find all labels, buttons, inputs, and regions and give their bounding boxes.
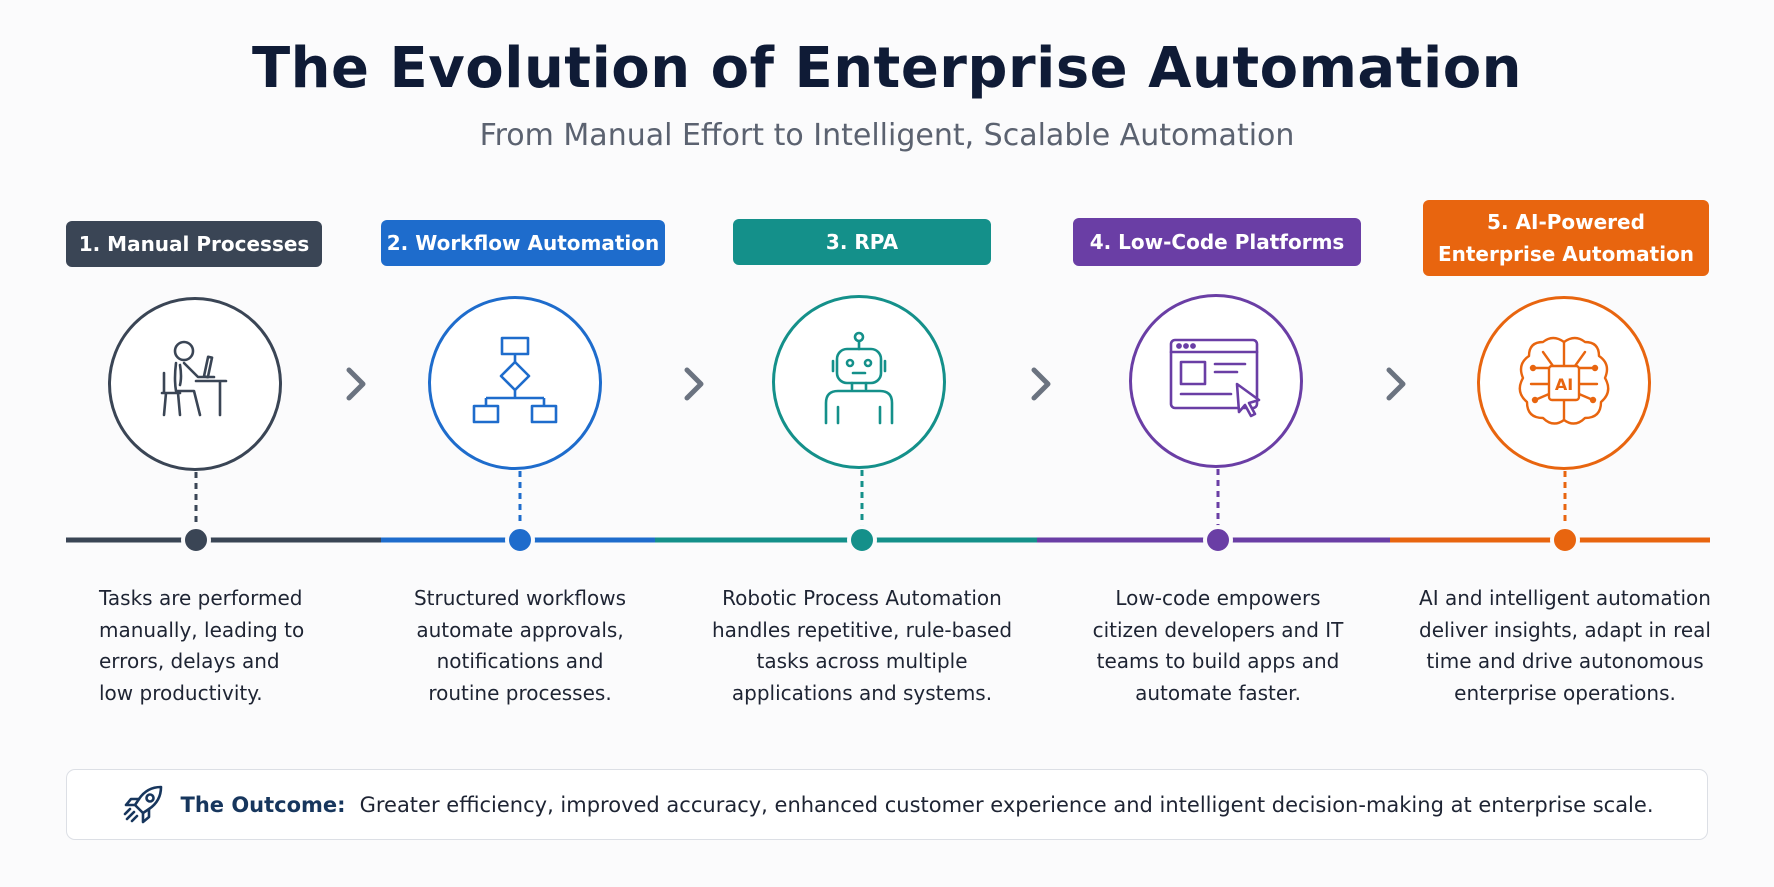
page-title: The Evolution of Enterprise Automation — [251, 36, 1523, 101]
stage-3-title: 3. RPA — [733, 219, 991, 265]
stage-5-title: 5. AI-Powered Enterprise Automation — [1423, 200, 1709, 276]
stage-1-description: Tasks are performed manually, leading to… — [66, 583, 359, 709]
stage-1-desc-line: manually, leading to — [99, 617, 305, 642]
timeline — [66, 469, 1710, 555]
stage-5-desc-line: enterprise operations. — [1454, 680, 1676, 705]
stage-4-node — [1203, 525, 1233, 555]
stage-3-node — [847, 525, 877, 555]
stage-5-desc-line: time and drive autonomous — [1426, 649, 1704, 673]
stage-5-circle: AI — [1477, 296, 1651, 470]
stage-3-description: Robotic Process Automation handles repet… — [707, 583, 1017, 709]
stage-5-description: AI and intelligent automation deliver in… — [1410, 583, 1720, 709]
ai-brain-icon: AI — [1518, 336, 1610, 425]
chevron-right-icon — [1386, 367, 1406, 401]
stage-1-node — [181, 525, 211, 555]
stage-1-circle — [108, 297, 282, 471]
stage-2-description: Structured workflows automate approvals,… — [370, 583, 670, 709]
stage-1-title: 1. Manual Processes — [66, 221, 322, 267]
stage-5-desc-line: AI and intelligent automation — [1419, 586, 1711, 610]
robot-icon — [824, 331, 894, 425]
stage-2-title: 2. Workflow Automation — [381, 220, 665, 266]
stage-5-title-line-1: 5. AI-Powered — [1487, 210, 1645, 234]
page-subtitle: From Manual Effort to Intelligent, Scala… — [479, 118, 1295, 153]
stage-4-circle — [1129, 294, 1303, 468]
stage-5-title-line-2: Enterprise Automation — [1437, 242, 1695, 266]
stage-3-desc-line: Robotic Process Automation — [722, 586, 1002, 610]
flowchart-icon — [472, 336, 558, 424]
stage-3-desc-line: handles repetitive, rule-based — [711, 617, 1013, 642]
stage-1-desc-line: errors, delays and — [99, 649, 280, 673]
stage-4-title: 4. Low-Code Platforms — [1073, 218, 1361, 266]
outcome-label: The Outcome: — [180, 792, 346, 817]
ai-icon-text: AI — [1555, 375, 1573, 394]
stage-3-desc-line: tasks across multiple — [756, 649, 968, 673]
person-at-desk-icon — [160, 340, 228, 417]
stage-4-description: Low-code empowers citizen developers and… — [1068, 583, 1368, 709]
rocket-icon — [123, 785, 162, 823]
stage-1-desc-line: Tasks are performed — [99, 586, 303, 610]
stage-2-circle — [428, 296, 602, 470]
stage-4-desc-line: automate faster. — [1135, 680, 1301, 705]
stage-4-desc-line: Low-code empowers — [1115, 586, 1321, 610]
stage-5-desc-line: deliver insights, adapt in real — [1419, 617, 1711, 642]
stage-2-desc-line: notifications and — [436, 649, 604, 673]
chevron-right-icon — [1031, 367, 1051, 401]
stage-2-node — [505, 525, 535, 555]
outcome-text: Greater efficiency, improved accuracy, e… — [359, 792, 1654, 817]
chevron-right-icon — [346, 367, 366, 401]
outcome-box: The Outcome: Greater efficiency, improve… — [66, 769, 1708, 840]
stage-2-desc-line: Structured workflows — [413, 586, 627, 610]
stage-4-desc-line: citizen developers and IT — [1092, 617, 1344, 642]
stage-2-desc-line: automate approvals, — [416, 617, 624, 642]
stage-4-desc-line: teams to build apps and — [1096, 649, 1340, 673]
stage-3-desc-line: applications and systems. — [731, 680, 993, 705]
stage-5-node — [1550, 525, 1580, 555]
stage-3-circle — [772, 295, 946, 469]
chevron-right-icon — [684, 367, 704, 401]
browser-window-cursor-icon — [1169, 338, 1261, 418]
stage-1-desc-line: low productivity. — [99, 680, 263, 705]
stage-2-desc-line: routine processes. — [428, 680, 612, 705]
